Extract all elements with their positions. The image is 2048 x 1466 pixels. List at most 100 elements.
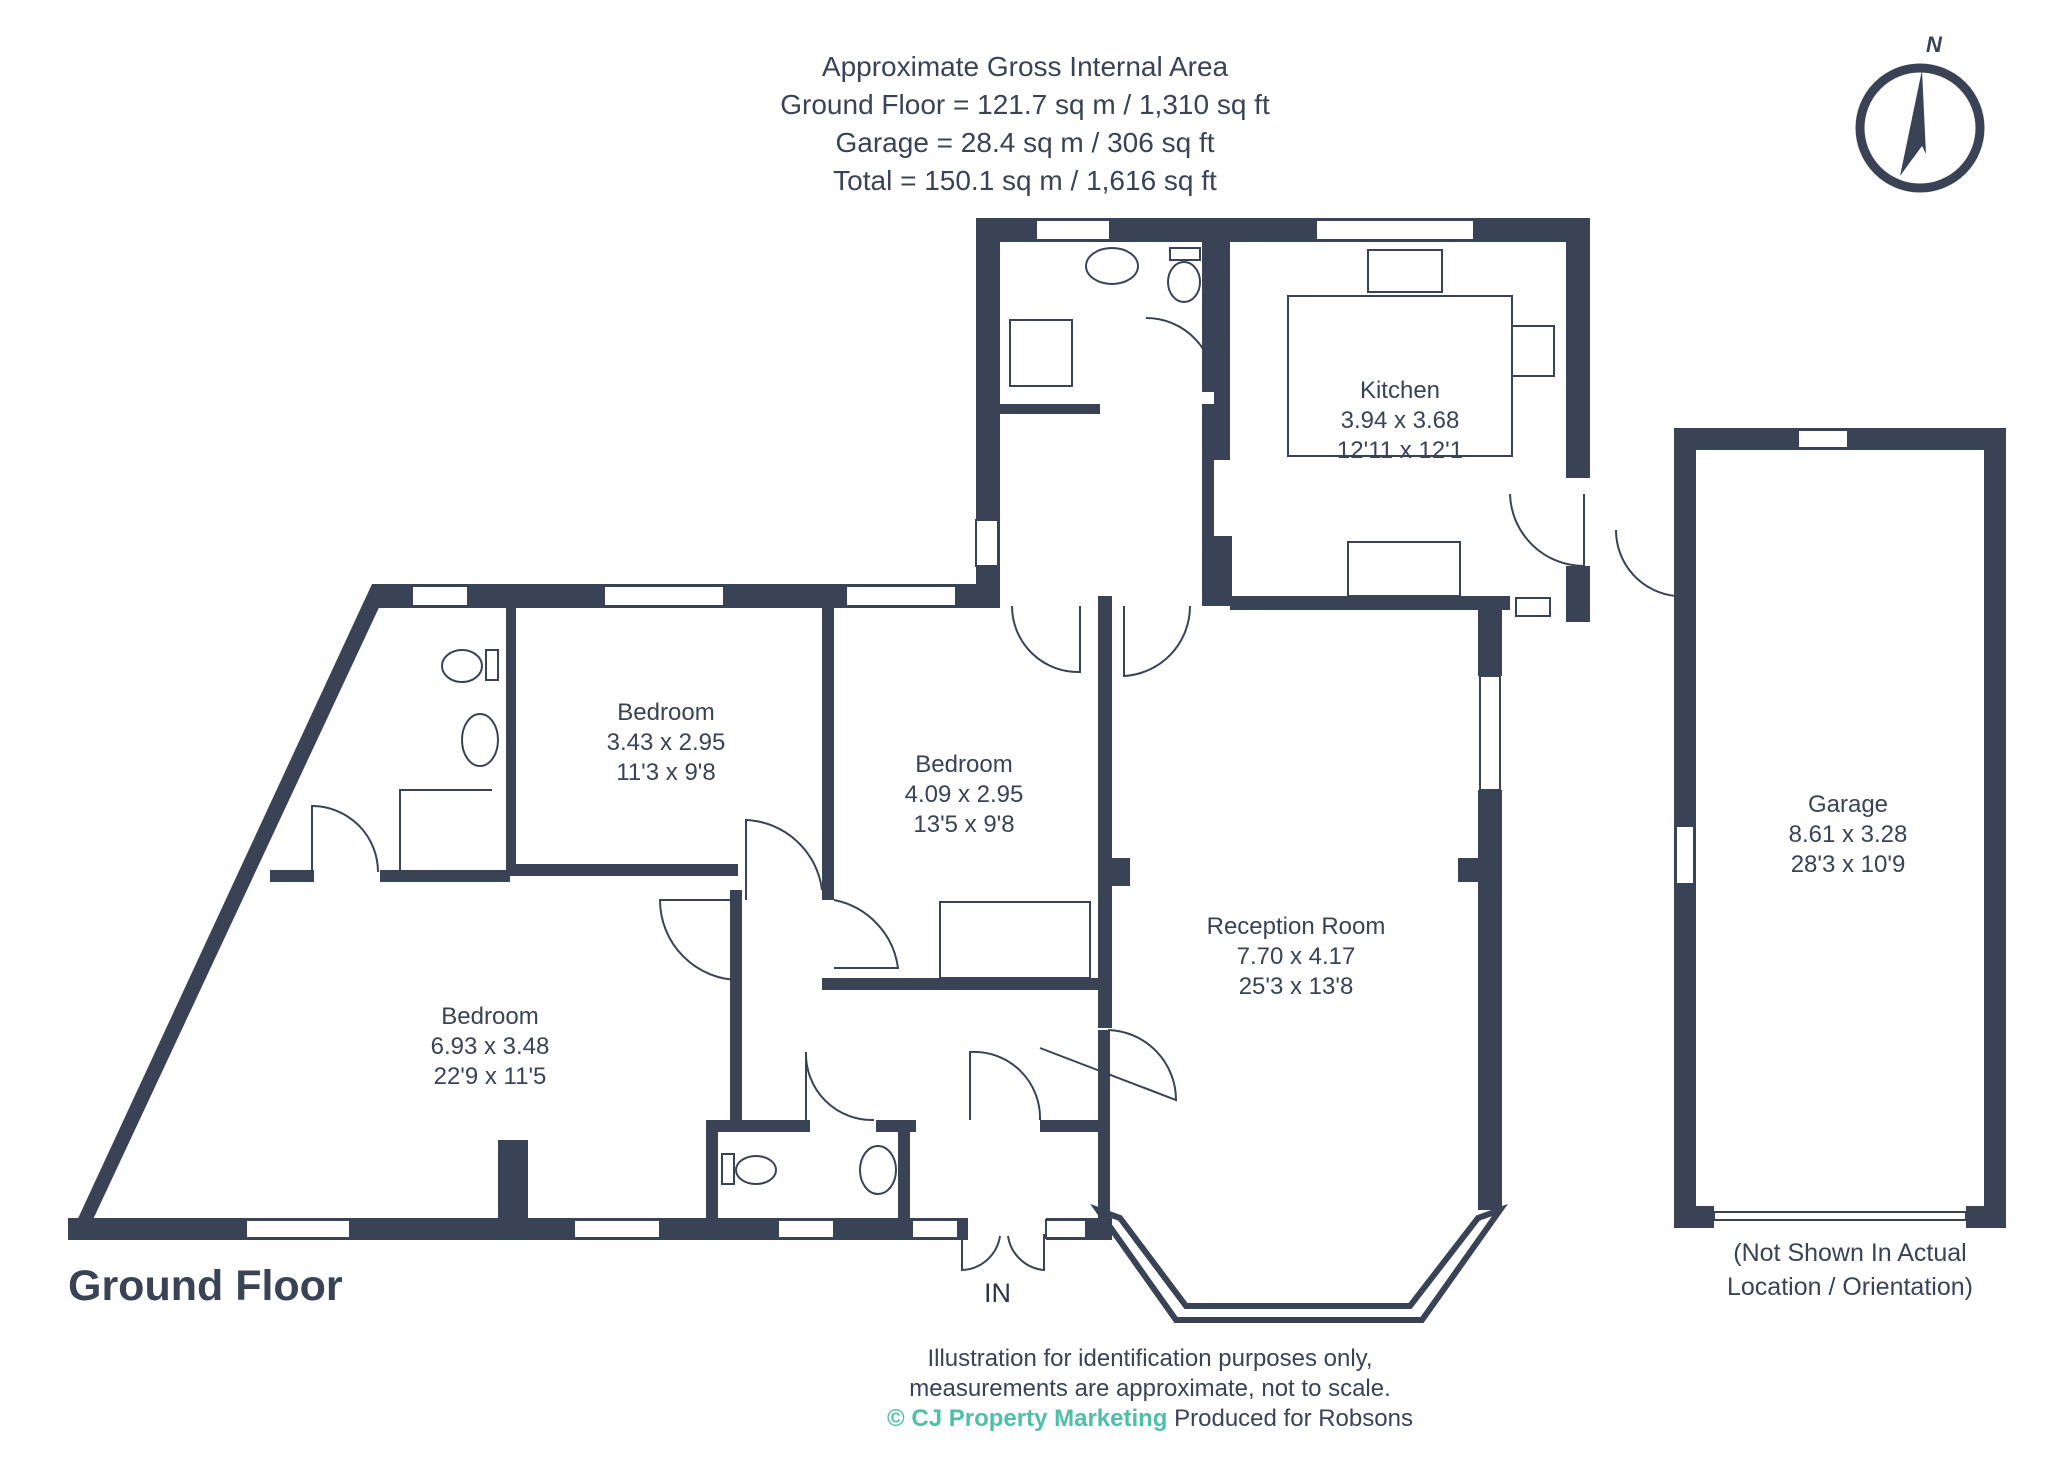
window (911, 1219, 959, 1239)
garage-bottom-right (1966, 1206, 2006, 1228)
window (603, 585, 725, 607)
bedroom-left-name: Bedroom (441, 1003, 538, 1030)
bedroom-right-imperial: 13'5 x 9'8 (913, 811, 1014, 838)
toilet-icon (441, 649, 483, 683)
reception-left-wall (1098, 596, 1112, 626)
window (845, 585, 957, 607)
door-arc (1145, 316, 1216, 391)
bedroom-right-metric: 4.09 x 2.95 (905, 781, 1024, 808)
window (777, 1219, 835, 1239)
reception-right-wall-2 (1478, 790, 1502, 1210)
wall-bed-left-stub (498, 1140, 528, 1220)
kitchen-bottom-wall (1230, 596, 1510, 610)
door-arc (1614, 529, 1677, 598)
kitchen-table (1347, 541, 1461, 597)
footer-disclaimer-line1: Illustration for identification purposes… (927, 1345, 1373, 1372)
toilet-icon (735, 1155, 777, 1185)
wall-bath-bottom-2 (380, 870, 510, 882)
door-arc (804, 1051, 875, 1122)
wall-wc-top (706, 1120, 810, 1132)
window (245, 1219, 351, 1239)
area-garage: Garage = 28.4 sq m / 306 sq ft (835, 127, 1215, 158)
bedroom-mid-name: Bedroom (617, 699, 714, 726)
toilet-icon (1167, 261, 1201, 303)
door-arc (1011, 605, 1081, 674)
kitchen-imperial: 12'11 x 12'1 (1337, 437, 1463, 464)
sink-icon (1085, 247, 1139, 285)
kitchen-bottom-stub (1202, 536, 1232, 606)
window (1515, 597, 1551, 617)
door-arc (833, 899, 900, 969)
area-title: Approximate Gross Internal Area (821, 51, 1229, 82)
wall-bed-mid-bottom (506, 864, 738, 876)
bay-window (1089, 1203, 1509, 1323)
garage-right-wall (1984, 428, 2006, 1228)
garage-metric: 8.61 x 3.28 (1789, 821, 1908, 848)
reception-name: Reception Room (1207, 913, 1386, 940)
windows (245, 219, 1967, 1239)
reception-imperial: 25'3 x 13'8 (1239, 973, 1354, 1000)
garage-imperial: 28'3 x 10'9 (1791, 851, 1906, 878)
entrance-label: IN (984, 1278, 1011, 1308)
door-arc (1509, 493, 1585, 568)
area-summary: Approximate Gross Internal Area Ground F… (700, 48, 1350, 200)
door-arc (311, 804, 379, 876)
window (573, 1219, 661, 1239)
left-diagonal-wall (68, 584, 390, 1240)
brand-name: © CJ Property Marketing (887, 1405, 1168, 1432)
window (975, 519, 999, 567)
hob-icon (1511, 325, 1555, 377)
walls (68, 218, 2006, 1323)
window (1315, 219, 1475, 241)
wall-wc-right (898, 1120, 910, 1220)
bedroom-right-name: Bedroom (915, 751, 1012, 778)
door-arc (961, 1234, 1001, 1272)
room-labels: Kitchen 3.94 x 3.68 12'11 x 12'1 Bedroom… (431, 377, 1908, 1090)
bath-bottom-wall (1000, 404, 1100, 414)
footer-credits: © CJ Property Marketing Produced for Rob… (600, 1404, 1700, 1434)
garage-name: Garage (1808, 791, 1888, 818)
wall-hall-left (730, 890, 742, 1120)
wall-bed-right-reception (1098, 608, 1112, 1028)
window (1675, 825, 1695, 885)
garage-note-line1: (Not Shown In Actual (1733, 1239, 1967, 1267)
door-arc (1123, 605, 1192, 678)
wall-bed-right-bottom (822, 978, 1104, 990)
wall-porch-top (1040, 1120, 1106, 1132)
bath-kitchen-divider (1202, 242, 1214, 392)
sink-icon (1367, 249, 1443, 293)
garage-note-line2: Location / Orientation) (1727, 1273, 1973, 1301)
kitchen-name: Kitchen (1360, 377, 1440, 404)
toilet-cistern-icon (485, 649, 499, 681)
area-ground-floor: Ground Floor = 121.7 sq m / 1,310 sq ft (780, 89, 1270, 120)
upper-right-wall (1566, 218, 1590, 478)
sink-icon (859, 1145, 897, 1195)
doors (311, 295, 1677, 1272)
reception-right-wall (1478, 596, 1502, 676)
bedroom-mid-metric: 3.43 x 2.95 (607, 729, 726, 756)
window (411, 585, 469, 607)
shower-tray (1009, 319, 1073, 387)
footer: Illustration for identification purposes… (600, 1344, 1700, 1434)
door-arc (658, 899, 741, 981)
bedroom-left-imperial: 22'9 x 11'5 (434, 1063, 547, 1090)
window (1797, 429, 1849, 449)
sink-icon (461, 713, 499, 767)
garage-note: (Not Shown In Actual Location / Orientat… (1680, 1236, 2020, 1304)
bedroom-mid-imperial: 11'3 x 9'8 (616, 759, 715, 786)
window (1035, 219, 1111, 241)
floor-title: Ground Floor (68, 1262, 343, 1310)
bedroom-left-metric: 6.93 x 3.48 (431, 1033, 550, 1060)
wall-wc-left (706, 1120, 718, 1220)
shower-screen (399, 789, 492, 876)
upper-right-wall-low (1566, 566, 1590, 622)
door-arc (745, 818, 823, 900)
reception-metric: 7.70 x 4.17 (1237, 943, 1356, 970)
compass-north-label: N (1926, 32, 1943, 57)
kitchen-left-stub (1214, 242, 1230, 460)
reception-pillar-left (1112, 858, 1130, 886)
toilet-cistern-icon (721, 1153, 735, 1185)
garage-bottom-left (1674, 1206, 1714, 1228)
wall-bath-bottom (270, 870, 314, 882)
